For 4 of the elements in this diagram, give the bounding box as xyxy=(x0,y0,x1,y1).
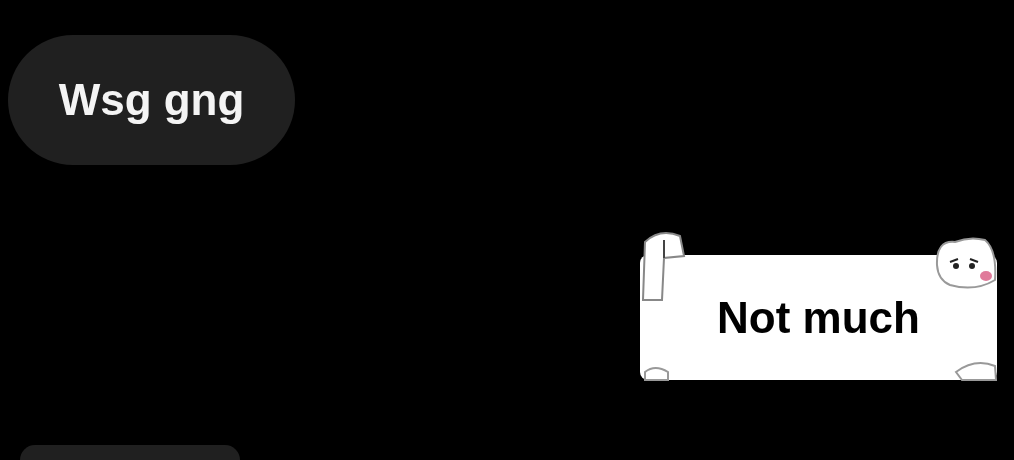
message-text: Wsg gng xyxy=(58,75,245,125)
message-bubble xyxy=(20,445,240,460)
message-bubble xyxy=(640,255,997,380)
message-text: Not much xyxy=(717,292,920,343)
